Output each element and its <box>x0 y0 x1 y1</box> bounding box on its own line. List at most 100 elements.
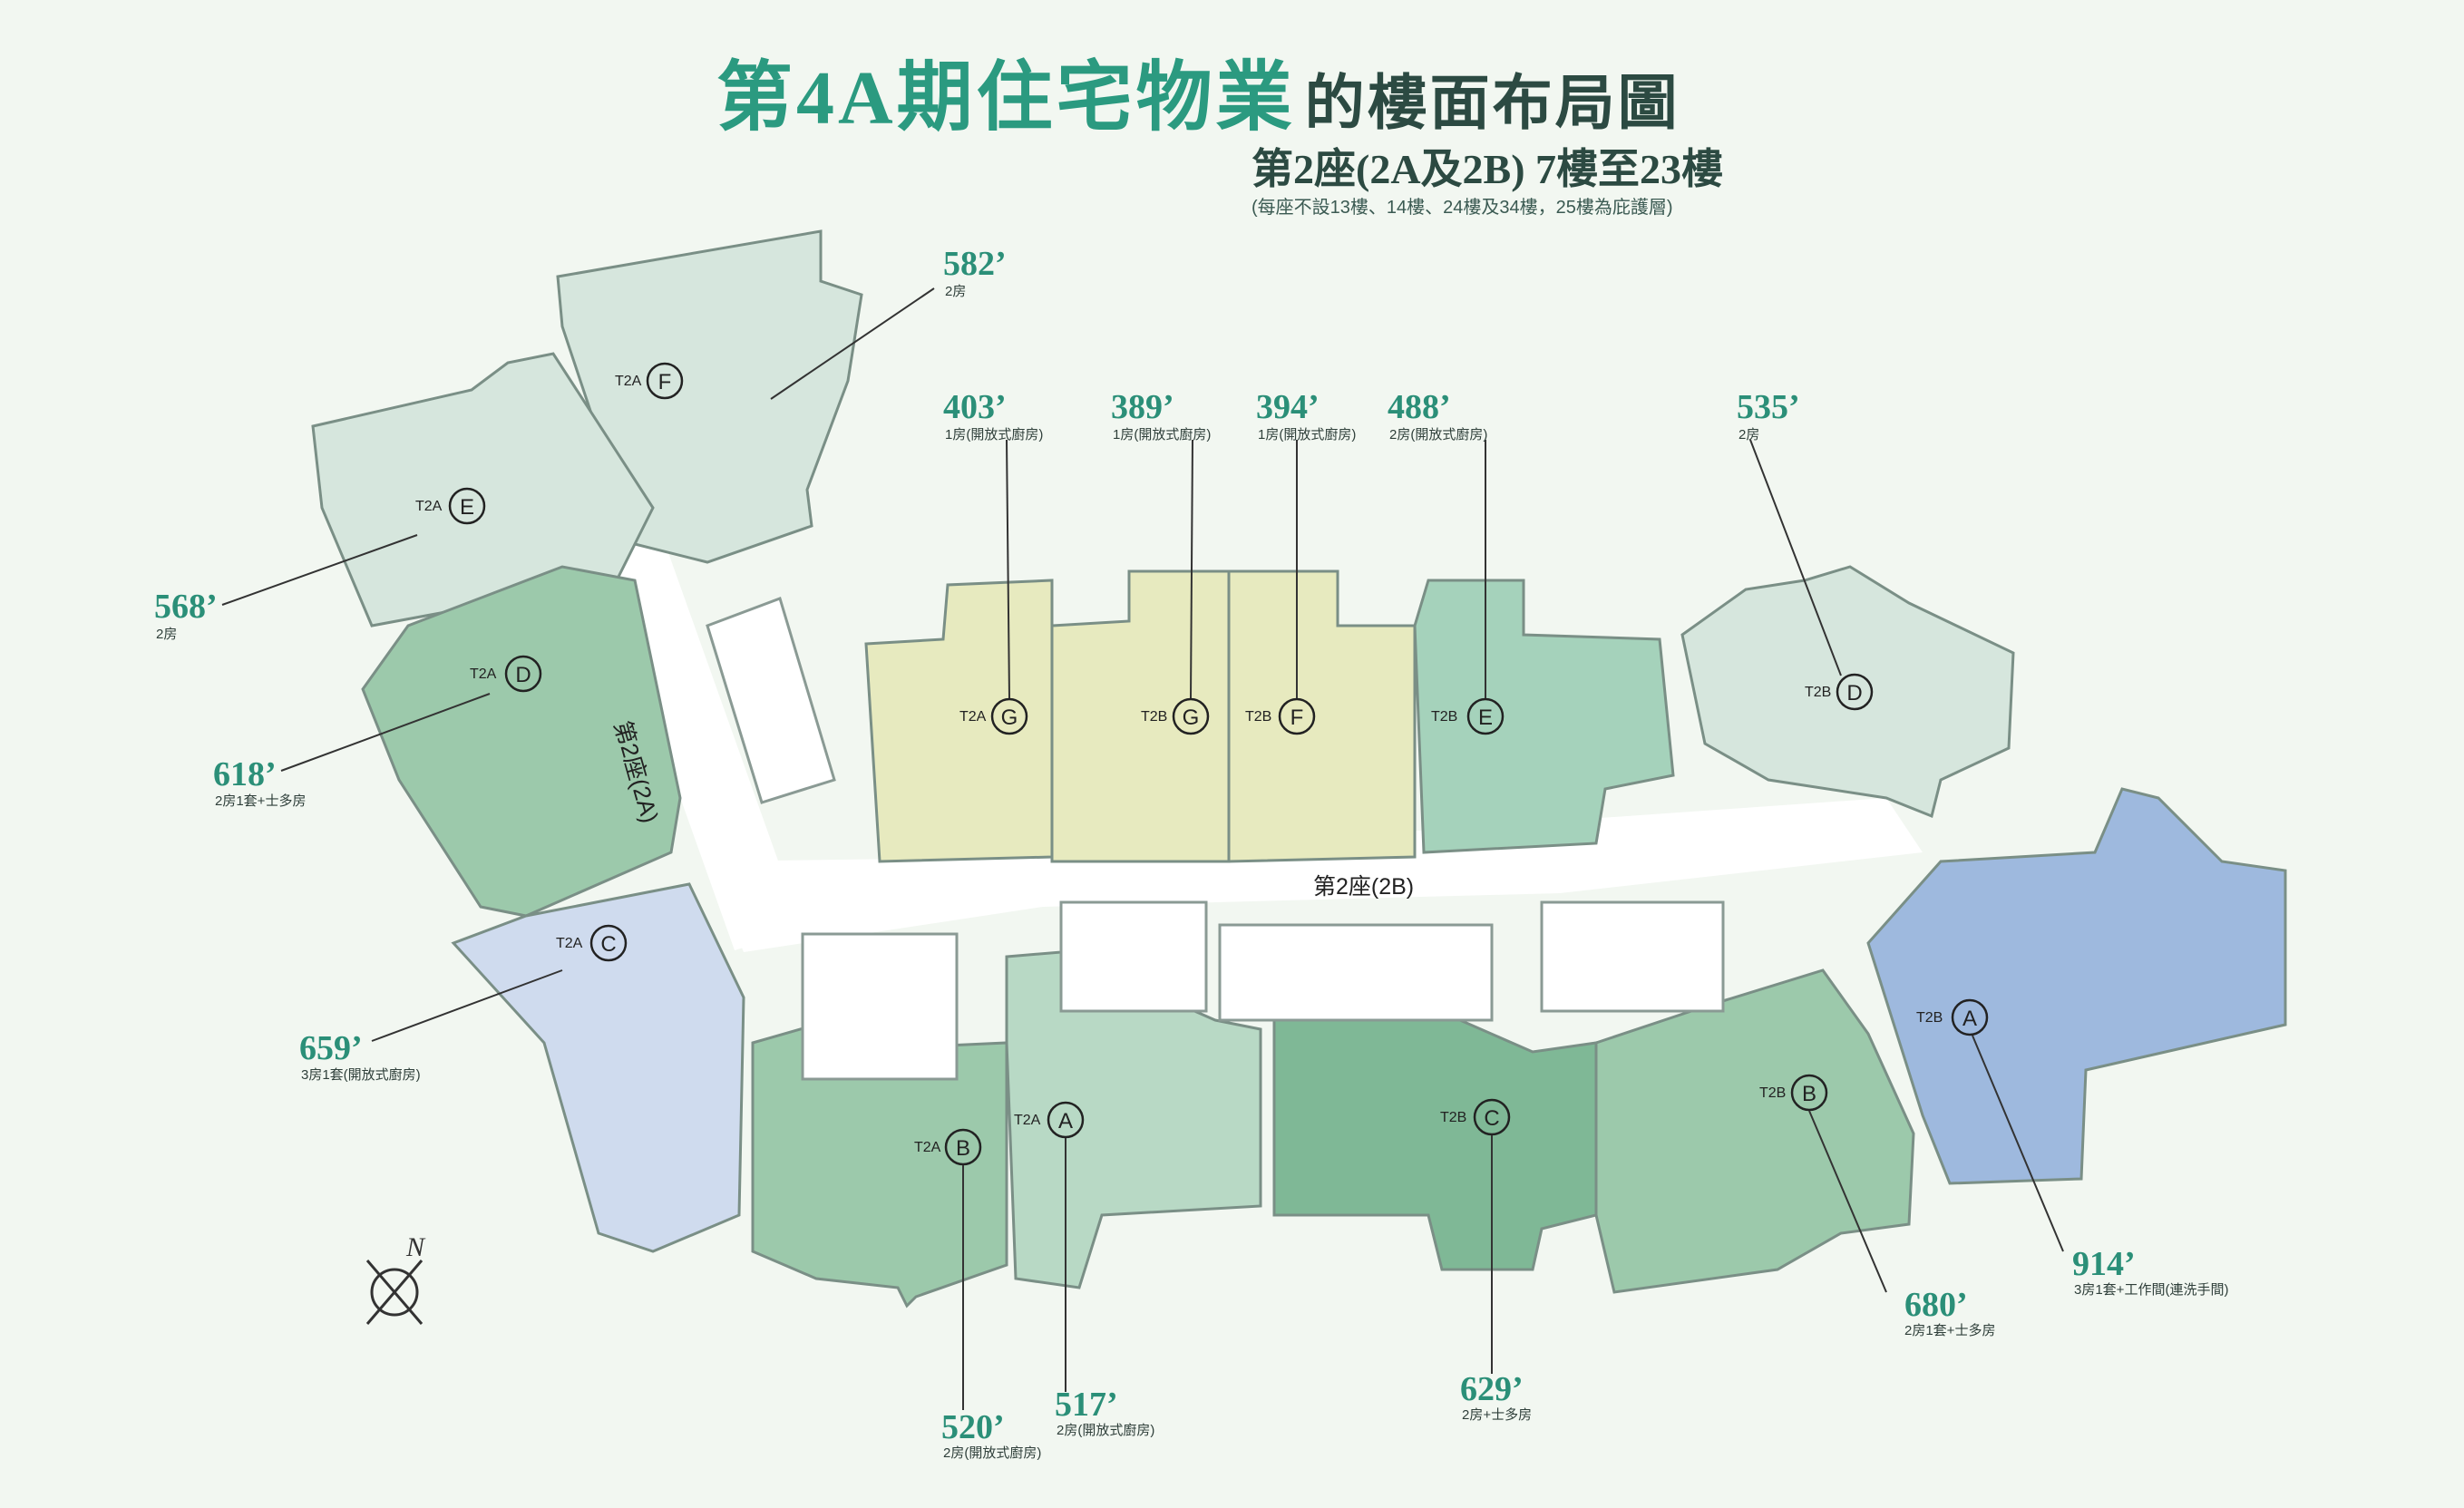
unit-tower: T2B <box>1759 1085 1786 1101</box>
type-2a-g: 1房(開放式廚房) <box>945 427 1044 443</box>
leader-2a-d <box>280 693 491 772</box>
type-2a-d: 2房1套+士多房 <box>215 793 307 809</box>
leader-2b-d <box>1749 439 1842 676</box>
leader-2a-f <box>770 287 935 400</box>
area-2a-a: 517’ <box>1055 1386 1118 1424</box>
type-2b-a: 3房1套+工作間(連洗手間) <box>2074 1282 2229 1298</box>
unit-label-2a-b: T2A B <box>914 1128 982 1166</box>
unit-blocks <box>311 229 2287 1309</box>
title-block: 第4A期住宅物業的樓面布局圖 <box>716 36 1768 146</box>
page-subtitle: 的樓面布局圖 <box>1304 71 1680 137</box>
lift-core-2a <box>706 597 836 804</box>
unit-label-2a-a: T2A A <box>1014 1101 1085 1139</box>
unit-letter-circle <box>1473 1098 1511 1136</box>
unit-label-2a-c: T2A C <box>556 924 628 962</box>
unit-label-2a-g: T2A G <box>959 697 1028 735</box>
unit-letter: E <box>1478 705 1493 730</box>
unit-letter-circle <box>448 487 486 525</box>
area-2b-e: 488’ <box>1388 388 1451 426</box>
unit-tower: T2B <box>1440 1110 1466 1125</box>
unit-letter-circle <box>1278 697 1316 735</box>
unit-tower: T2A <box>914 1140 941 1155</box>
unit-letter-circle <box>1951 998 1989 1036</box>
area-2a-e: 568’ <box>154 588 218 626</box>
unit-labels: T2A F T2A E T2A D T2A C T2A B T2A A <box>415 362 1989 1166</box>
unit-letter: B <box>1802 1082 1816 1106</box>
stair-core-2b <box>1540 900 1725 1013</box>
unit-letter: E <box>460 495 474 520</box>
compass-cross <box>365 1260 424 1325</box>
unit-letter-circle <box>1047 1101 1085 1139</box>
unit-label-2b-b: T2B B <box>1759 1074 1828 1112</box>
leader-2a-e <box>221 534 418 606</box>
unit-2b-a-shape <box>1866 787 2287 1185</box>
unit-letter: A <box>1058 1109 1073 1133</box>
unit-letter: F <box>658 370 672 394</box>
type-2b-e: 2房(開放式廚房) <box>1389 427 1488 443</box>
unit-letter: A <box>1962 1007 1977 1031</box>
leader-2b-b <box>1808 1110 1887 1293</box>
type-2b-d: 2房 <box>1738 427 1760 443</box>
unit-label-2b-e: T2B E <box>1431 697 1505 735</box>
unit-2b-c-shape <box>1272 1018 1598 1271</box>
corridor-label-2b: 第2座(2B) <box>1313 874 1415 900</box>
unit-label-2a-e: T2A E <box>415 487 486 525</box>
type-2a-c: 3房1套(開放式廚房) <box>301 1067 421 1083</box>
unit-letter-circle <box>990 697 1028 735</box>
unit-letter: D <box>515 663 531 687</box>
area-2a-f: 582’ <box>943 245 1007 283</box>
leader-2a-g <box>1006 439 1010 699</box>
corridor-2b <box>707 798 1923 952</box>
type-2b-g: 1房(開放式廚房) <box>1113 427 1212 443</box>
unit-label-2b-d: T2B D <box>1805 673 1874 711</box>
unit-tower: T2A <box>615 374 642 389</box>
area-2a-d: 618’ <box>213 755 277 793</box>
service-cores <box>706 597 1725 1081</box>
unit-letter: G <box>1183 705 1200 730</box>
unit-2a-c-shape <box>451 882 745 1253</box>
unit-letter-circle <box>1172 697 1210 735</box>
type-2a-b: 2房(開放式廚房) <box>943 1445 1042 1461</box>
unit-letter-circle <box>1836 673 1874 711</box>
compass-north-label: N <box>405 1232 426 1262</box>
type-2a-e: 2房 <box>156 627 178 642</box>
compass-circle <box>370 1268 419 1317</box>
leader-2b-g <box>1190 439 1193 699</box>
type-2b-c: 2房+士多房 <box>1462 1407 1533 1423</box>
unit-letter: C <box>600 932 616 957</box>
area-2b-d: 535’ <box>1737 388 1800 426</box>
unit-2a-e-shape <box>311 352 655 628</box>
unit-letter-circle <box>1790 1074 1828 1112</box>
unit-tower: T2A <box>470 666 497 682</box>
area-2a-g: 403’ <box>943 388 1007 426</box>
unit-letter-circle <box>589 924 628 962</box>
unit-letter-circle <box>504 655 542 693</box>
type-2a-a: 2房(開放式廚房) <box>1057 1423 1155 1438</box>
unit-label-2b-f: T2B F <box>1245 697 1316 735</box>
floor-note: (每座不設13樓、14樓、24樓及34樓，25樓為庇護層) <box>1251 198 1673 218</box>
area-2a-b: 520’ <box>941 1408 1005 1446</box>
unit-tower: T2A <box>1014 1113 1041 1128</box>
stair-core-2a <box>801 932 959 1081</box>
area-2b-f: 394’ <box>1256 388 1320 426</box>
type-2a-f: 2房 <box>945 284 967 299</box>
unit-tower: T2B <box>1141 709 1167 725</box>
unit-letter: D <box>1846 681 1862 705</box>
unit-2b-e-shape <box>1413 579 1675 854</box>
unit-label-2b-g: T2B G <box>1141 697 1210 735</box>
leader-lines <box>221 287 2064 1410</box>
unit-tower: T2B <box>1431 709 1457 725</box>
unit-tower: T2A <box>556 936 583 951</box>
unit-tower: T2A <box>959 709 987 725</box>
refuse-room <box>1059 900 1208 1013</box>
unit-letter-circle <box>1466 697 1505 735</box>
unit-2a-g-shape <box>864 579 1054 863</box>
unit-tower: T2B <box>1245 709 1271 725</box>
unit-letter: B <box>956 1136 970 1161</box>
unit-2b-b-shape <box>1594 968 1915 1294</box>
area-2b-g: 389’ <box>1111 388 1174 426</box>
type-2b-b: 2房1套+士多房 <box>1904 1323 1996 1338</box>
unit-letter-circle <box>944 1128 982 1166</box>
unit-letter: F <box>1290 705 1304 730</box>
